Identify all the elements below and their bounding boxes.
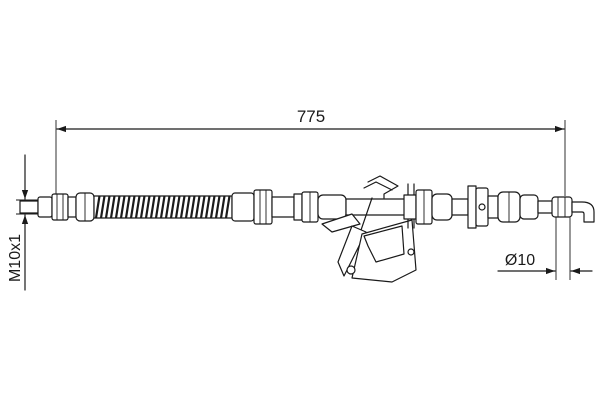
- spring-coil: [104, 195, 111, 219]
- spring-coil: [124, 195, 131, 219]
- spring-coil: [109, 195, 116, 219]
- mounting-bracket: [321, 175, 417, 283]
- spring-coil: [154, 195, 161, 219]
- spring-coil: [219, 195, 226, 219]
- diameter-dimension: Ø10: [497, 212, 593, 280]
- length-dimension: 775: [55, 107, 566, 196]
- spring-coil: [204, 195, 211, 219]
- length-value: 775: [297, 107, 325, 126]
- spring-coil: [199, 195, 206, 219]
- spring-guard: [93, 195, 233, 219]
- left-fitting: [19, 192, 95, 222]
- diameter-value: Ø10: [505, 252, 535, 269]
- spring-coil: [184, 195, 191, 219]
- spring-coil: [119, 195, 126, 219]
- spring-coil: [149, 195, 156, 219]
- spring-coil: [194, 195, 201, 219]
- spring-coil: [164, 195, 171, 219]
- spring-coil: [214, 195, 221, 219]
- hose-assembly: [19, 175, 595, 283]
- spring-coil: [174, 195, 181, 219]
- spring-coil: [179, 195, 186, 219]
- thread-dimension: M10x1: [7, 154, 40, 291]
- spring-coil: [114, 195, 121, 219]
- middle-fitting: [231, 189, 347, 225]
- spring-coil: [144, 195, 151, 219]
- spring-coil: [159, 195, 166, 219]
- right-fitting: [403, 185, 539, 229]
- right-tube-end: [537, 196, 595, 223]
- spring-coil: [134, 195, 141, 219]
- hose-segment-mid: [345, 198, 407, 216]
- thread-value: M10x1: [7, 234, 24, 282]
- spring-coil: [99, 195, 106, 219]
- spring-coil: [209, 195, 216, 219]
- spring-coil: [224, 195, 231, 219]
- spring-coil: [139, 195, 146, 219]
- spring-coil: [169, 195, 176, 219]
- spring-coil: [129, 195, 136, 219]
- spring-coil: [94, 195, 101, 219]
- spring-coil: [189, 195, 196, 219]
